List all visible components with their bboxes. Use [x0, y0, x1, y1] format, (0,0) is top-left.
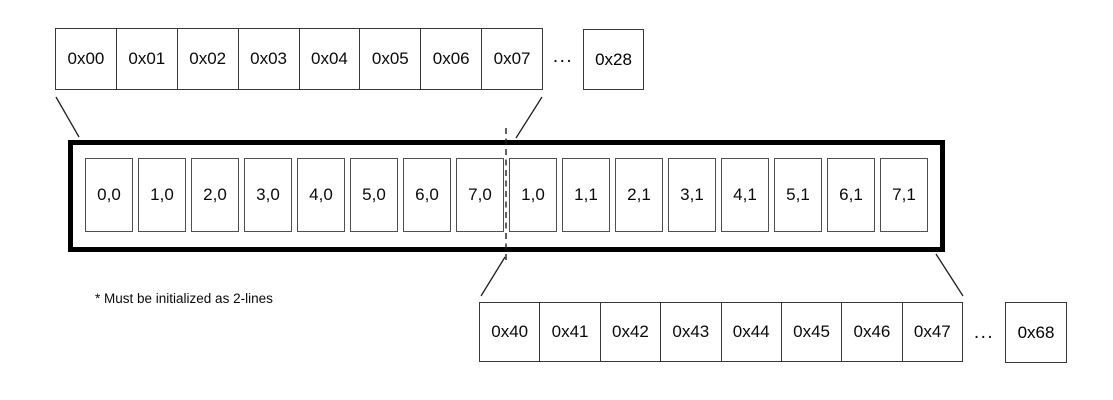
bottom-address-row: 0x40 0x41 0x42 0x43 0x44 0x45 0x46 0x47	[479, 302, 963, 362]
address-cell: 0x04	[300, 29, 361, 89]
bottom-row-ellipsis: ...	[973, 322, 995, 343]
address-cell: 0x40	[480, 303, 541, 361]
buffer-cell: 6,0	[403, 158, 451, 232]
address-cell: 0x05	[360, 29, 422, 89]
buffer-cell: 4,0	[297, 158, 345, 232]
connector-top-left	[55, 96, 80, 138]
address-cell: 0x01	[117, 29, 178, 89]
address-cell: 0x06	[421, 29, 483, 89]
buffer-cell: 2,0	[191, 158, 239, 232]
buffer-cell: 1,0	[138, 158, 186, 232]
address-cell: 0x00	[56, 29, 117, 89]
footnote: * Must be initialized as 2-lines	[95, 291, 273, 306]
buffer-cell: 7,1	[880, 158, 928, 232]
buffer-cell: 1,0	[509, 158, 557, 232]
buffer-cell: 3,1	[668, 158, 716, 232]
address-cell: 0x41	[540, 303, 601, 361]
buffer-cell: 5,0	[350, 158, 398, 232]
address-cell: 0x46	[842, 303, 903, 361]
top-address-row: 0x00 0x01 0x02 0x03 0x04 0x05 0x06 0x07	[55, 28, 543, 90]
buffer-cell: 4,1	[721, 158, 769, 232]
address-cell: 0x02	[178, 29, 239, 89]
buffer-cell: 6,1	[827, 158, 875, 232]
address-cell: 0x07	[493, 49, 531, 68]
top-row-ellipsis: ...	[552, 46, 574, 67]
address-cell-tail: 0x68	[1005, 302, 1067, 363]
address-cell: 0x44	[722, 303, 782, 361]
buffer-cell: 5,1	[774, 158, 822, 232]
connector-bottom-left	[480, 256, 506, 297]
address-cell: 0x47	[913, 322, 951, 341]
address-cell: 0x45	[782, 303, 843, 361]
address-cell: 0x03	[239, 29, 300, 89]
connector-top-right	[515, 96, 543, 139]
buffer-cell: 0,0	[85, 158, 133, 232]
connector-bottom-right	[935, 253, 964, 297]
address-cell-tail: 0x28	[583, 29, 644, 90]
buffer-cell: 7,0	[456, 158, 504, 232]
address-cell: 0x42	[601, 303, 662, 361]
address-cell: 0x43	[661, 303, 722, 361]
line-buffer-box: 0,0 1,0 2,0 3,0 4,0 5,0 6,0 7,0 1,0 1,1 …	[68, 140, 945, 252]
buffer-cell: 3,0	[244, 158, 292, 232]
buffer-cell: 1,1	[562, 158, 610, 232]
buffer-cell: 2,1	[615, 158, 663, 232]
